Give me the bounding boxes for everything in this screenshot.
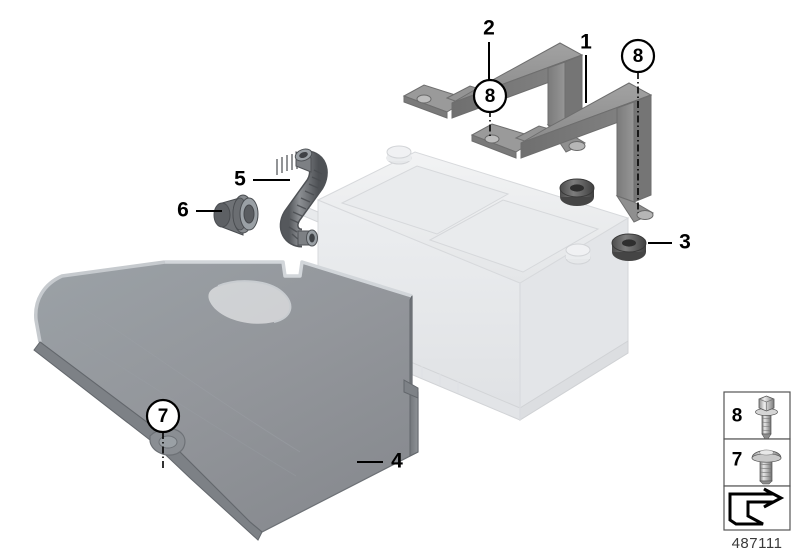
callout-8-left-label: 8 <box>485 86 496 107</box>
callout-7: 7 <box>145 398 181 470</box>
part-number-label: 487111 <box>732 535 783 552</box>
legend-row-8-number: 8 <box>732 406 743 427</box>
callout-4-label: 4 <box>391 450 403 473</box>
callout-8-right: 8 <box>620 38 656 213</box>
callout-8-right-label: 8 <box>633 46 644 67</box>
hex-flange-bolt-icon <box>755 395 778 440</box>
callout-1-label: 1 <box>580 31 592 54</box>
hose-bushing <box>213 194 259 236</box>
legend-row-7 <box>723 438 791 487</box>
callout-1: 1 <box>580 31 592 103</box>
callout-7-label: 7 <box>158 406 169 427</box>
callout-3-label: 3 <box>679 231 691 254</box>
callout-6: 6 <box>177 199 222 222</box>
callout-4: 4 <box>357 450 403 473</box>
vent-hose <box>276 148 328 248</box>
callout-5-label: 5 <box>234 168 246 191</box>
callout-8-left: 8 <box>472 78 508 139</box>
legend-row-8 <box>723 391 791 440</box>
battery-cover <box>33 260 419 541</box>
button-head-screw-icon <box>751 449 782 485</box>
legend-box: 8 7 <box>723 391 791 552</box>
direction-arrow-icon <box>728 487 785 526</box>
legend-row-7-number: 7 <box>732 450 743 471</box>
callout-6-label: 6 <box>177 199 189 222</box>
callout-2-label: 2 <box>483 17 495 40</box>
callout-3: 3 <box>648 231 691 254</box>
rubber-grommet <box>559 178 647 261</box>
callout-5: 5 <box>234 168 290 191</box>
